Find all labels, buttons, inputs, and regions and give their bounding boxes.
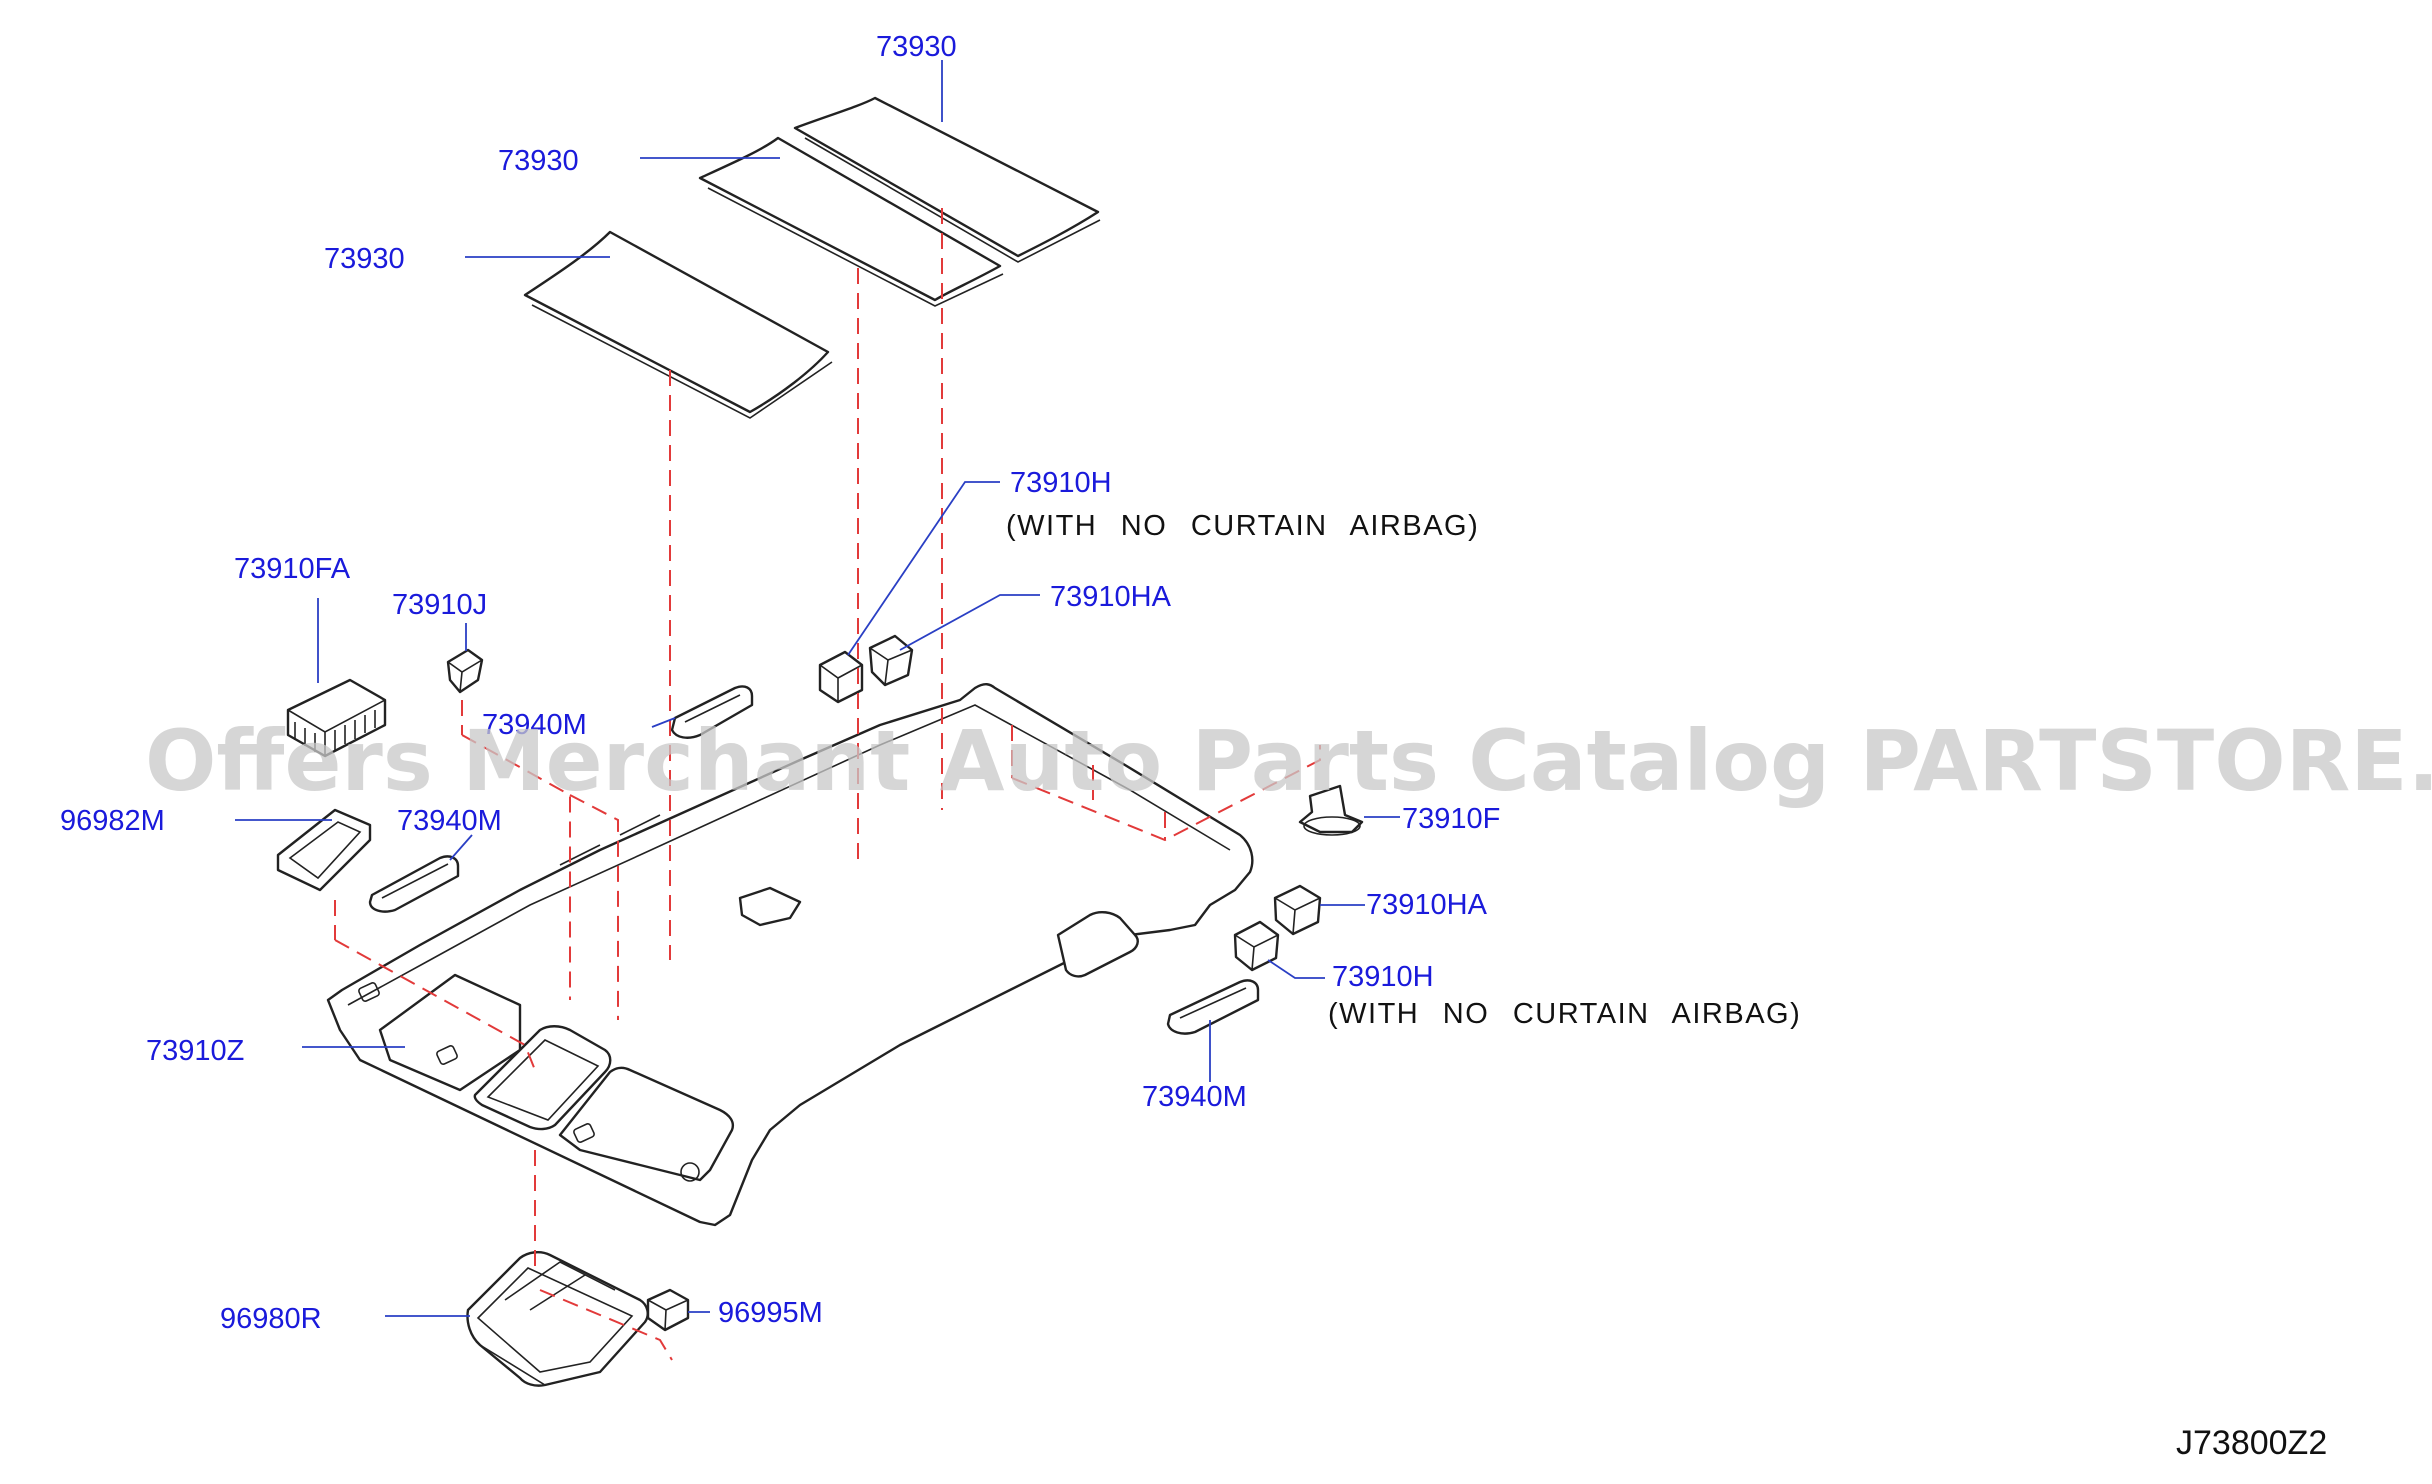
label-headlining-73910z: 73910Z (146, 1035, 244, 1067)
label-clip-73910j: 73910J (392, 589, 487, 621)
label-grip-73940m-left: 73940M (397, 805, 502, 837)
headlining-body (326, 683, 1254, 1227)
pad-73910fa (286, 678, 387, 758)
switch-96995m (646, 1288, 690, 1332)
clip-73910h-lower (1233, 920, 1280, 972)
grip-lower (1166, 979, 1260, 1035)
label-clip-73910f: 73910F (1402, 803, 1500, 835)
roof-pad-mid (698, 136, 1004, 307)
roof-pad-low (523, 230, 833, 419)
clip-73910f (1298, 784, 1364, 836)
label-roof-pad-low: 73930 (324, 243, 405, 275)
label-clip-73910ha-lower: 73910HA (1366, 889, 1488, 921)
label-console-96980r: 96980R (220, 1303, 322, 1335)
clip-73910ha-lower (1273, 884, 1322, 936)
grip-left (368, 855, 460, 913)
label-lamp-96982m: 96982M (60, 805, 165, 837)
label-grip-73940m-lower: 73940M (1142, 1081, 1247, 1113)
note-no-curtain-airbag-lower: (WITH NO CURTAIN AIRBAG) (1328, 998, 1801, 1030)
label-grip-73940m-upper: 73940M (482, 709, 587, 741)
label-clip-73910h-lower: 73910H (1332, 961, 1434, 993)
label-clip-73910ha-upper: 73910HA (1050, 581, 1172, 613)
label-switch-96995m: 96995M (718, 1297, 823, 1329)
label-roof-pad-top: 73930 (876, 31, 957, 63)
clip-73910j (446, 648, 484, 694)
assembly-guides (334, 208, 1321, 1361)
note-no-curtain-airbag-upper: (WITH NO CURTAIN AIRBAG) (1006, 510, 1479, 542)
clip-73910ha-upper (868, 634, 914, 687)
label-roof-pad-mid: 73930 (498, 145, 579, 177)
diagram-code: J73800Z2 (2176, 1424, 2327, 1462)
console-96980r (466, 1250, 649, 1387)
label-clip-73910h-upper: 73910H (1010, 467, 1112, 499)
grip-upper (670, 685, 754, 739)
watermark-text: Offers Merchant Auto Parts Catalog PARTS… (145, 712, 2432, 810)
lamp-96982m (276, 808, 372, 892)
roof-pad-top (793, 96, 1101, 263)
clip-73910h-upper (818, 650, 864, 704)
label-pad-73910fa: 73910FA (234, 553, 351, 585)
leader-lines (235, 60, 1400, 1317)
